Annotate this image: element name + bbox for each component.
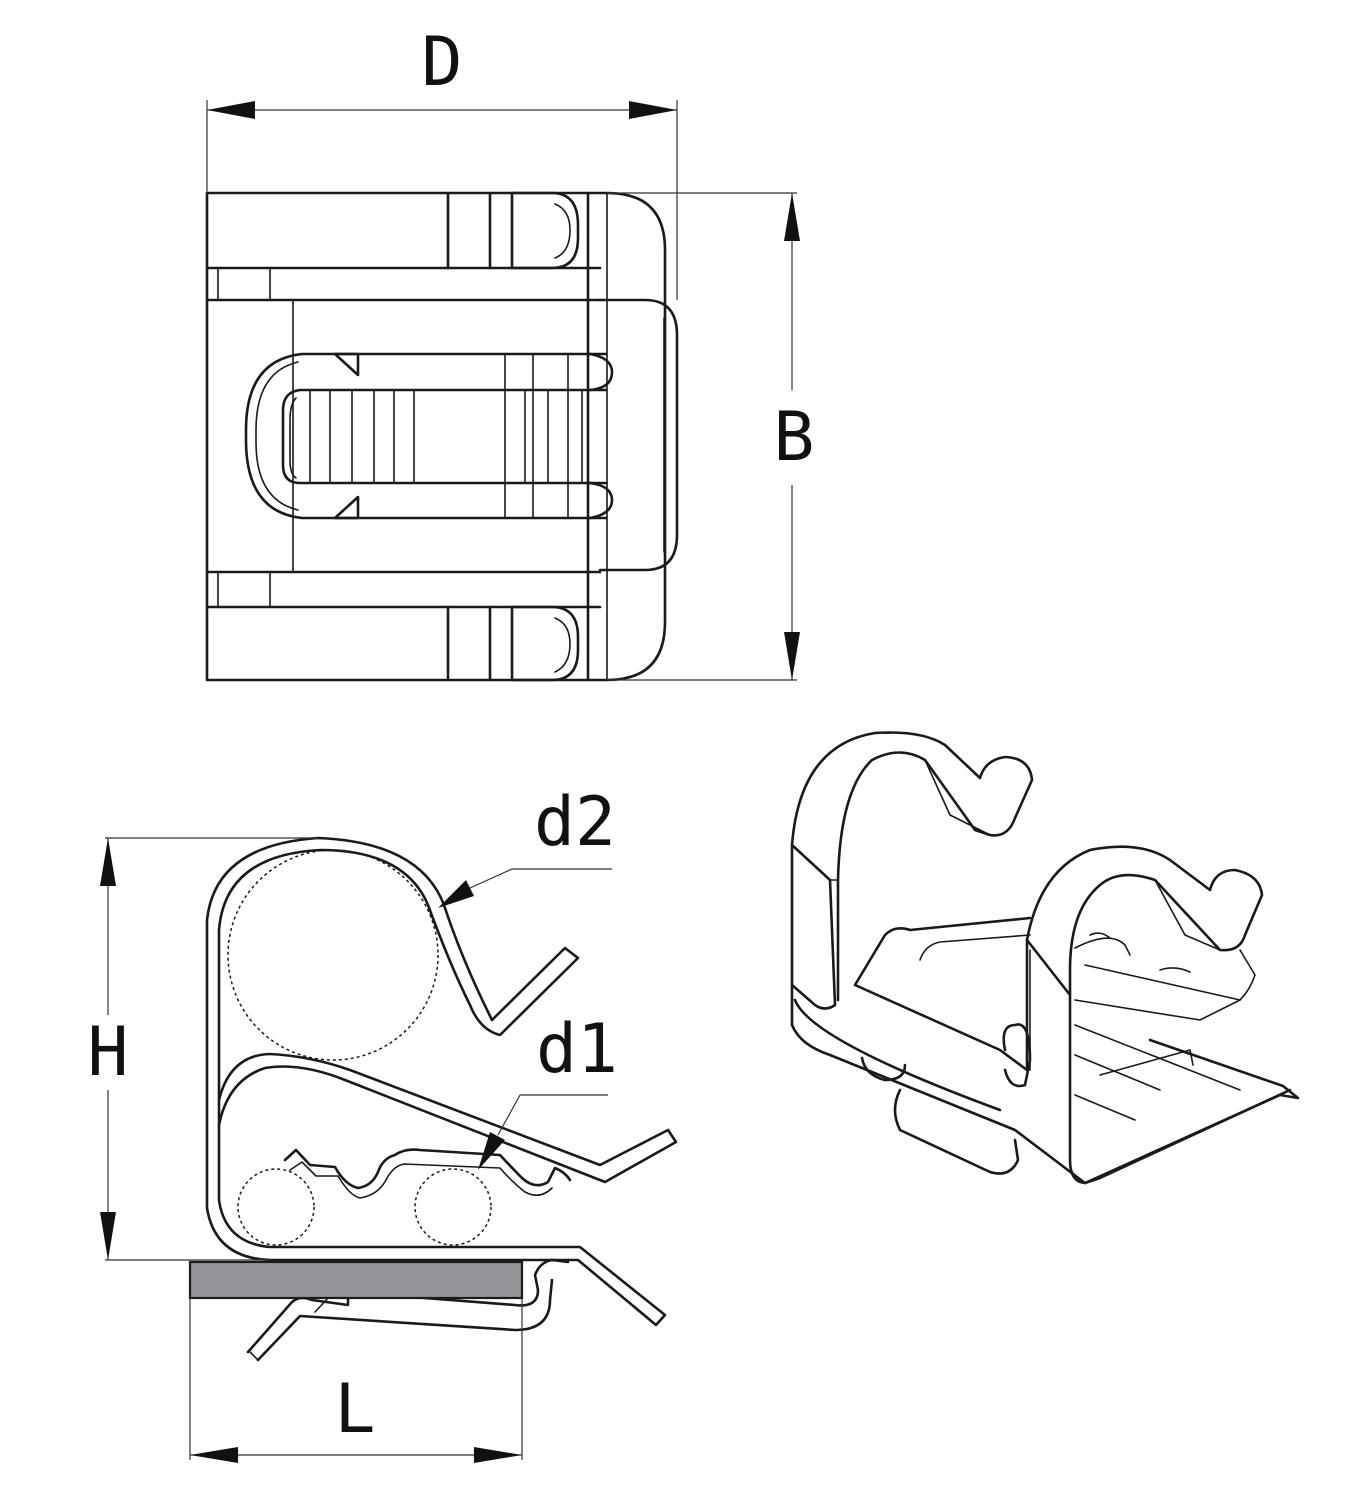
side-view (188, 836, 678, 1362)
leader-d1: d1 (478, 1010, 618, 1170)
isometric-view (790, 731, 1300, 1185)
arrowhead-right (474, 1447, 522, 1463)
base-plate (188, 1260, 524, 1300)
arrowhead-down (784, 632, 800, 680)
leader-d2: d2 (438, 783, 616, 908)
label-b: B (774, 398, 815, 477)
arrowhead-down (100, 1212, 116, 1260)
arrowhead-left (190, 1447, 238, 1463)
label-d: D (422, 23, 463, 102)
dimension-l: L (189, 1298, 523, 1463)
label-d1: d1 (536, 1010, 618, 1089)
cable-circle-d1-right (414, 1168, 492, 1246)
arrowhead-right (629, 101, 677, 119)
label-h: H (88, 1013, 129, 1092)
dimension-h: H (88, 837, 318, 1261)
dimension-b: B (607, 192, 815, 681)
arrowhead-up (784, 193, 800, 241)
arrowhead-up (100, 838, 116, 886)
arrowhead-left (207, 101, 255, 119)
cable-circle-d2 (227, 849, 439, 1061)
top-view (205, 191, 679, 682)
label-l: L (335, 1370, 376, 1449)
cable-circle-d1-left (237, 1168, 315, 1246)
dimension-d: D (206, 23, 678, 300)
label-d2: d2 (534, 783, 616, 862)
